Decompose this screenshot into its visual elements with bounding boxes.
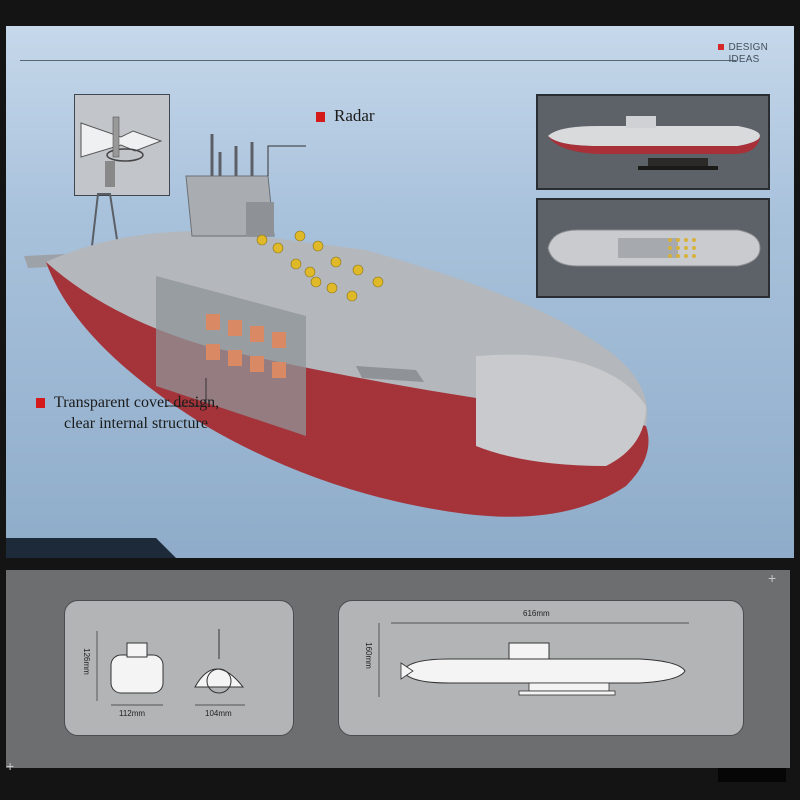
length-label: 616mm [523,609,550,618]
submarine-illustration [6,134,649,558]
radar-marker-icon [316,112,325,122]
tower-detail-illustration [75,95,169,195]
accent-square-icon [718,44,725,50]
cover-label-line2: clear internal structure [64,415,208,432]
radar-label: Radar [334,106,375,125]
cover-callout: Transparent cover design, clear internal… [36,392,219,434]
side-view-line-illustration [378,622,689,697]
dimensions-panel: 126mm 112mm 104mm 616mm 160mm [6,570,790,768]
front-width-label: 112mm [119,709,146,718]
header-rule [20,60,736,61]
side-view-thumbnail [536,94,770,190]
cover-label-line1: Transparent cover design, [54,394,220,411]
side-view-illustration [538,96,768,188]
front-rear-views-illustration [96,629,245,706]
radar-callout: Radar [316,106,375,126]
corner-plus-icon: + [768,570,777,586]
top-view-thumbnail [536,198,770,298]
top-view-illustration [538,200,768,296]
rear-width-label: 104mm [205,709,232,718]
design-ideas-line1: DESIGN [728,42,768,53]
tower-detail-inset [74,94,170,196]
front-rear-dimensions-box: 126mm 112mm 104mm [64,600,294,736]
side-dimensions-box: 616mm 160mm [338,600,744,736]
design-ideas-tag: DESIGN IDEAS [718,42,768,66]
corner-block [718,768,786,782]
front-height-label: 126mm [81,648,91,675]
side-height-label: 160mm [363,642,373,669]
cover-marker-icon [36,398,45,408]
corner-plus-icon-left: + [6,758,15,774]
design-ideas-line2: IDEAS [728,54,760,65]
hero-panel: DESIGN IDEAS [6,26,794,558]
